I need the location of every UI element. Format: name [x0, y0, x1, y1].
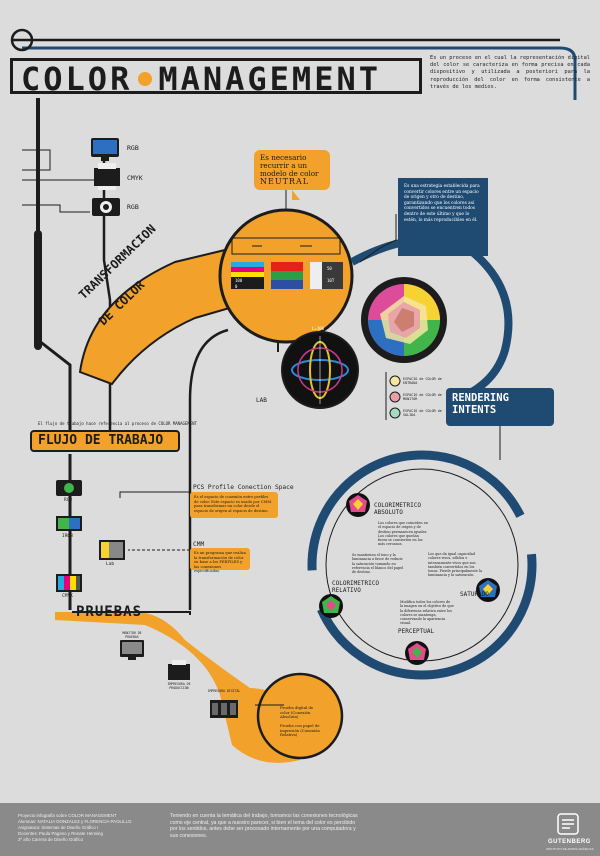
device-connectors	[22, 149, 95, 213]
step-label-cmyk: CMYK	[62, 594, 73, 599]
legend-label-monitor: ESPACIO de COLOR de MONITOR	[403, 393, 442, 401]
intent-label-relativo: COLORIMETRICO RELATIVO	[332, 580, 379, 594]
pruebas-circle	[256, 672, 344, 760]
neutral-callout-text: Es necesario recurrir a un modelo de col…	[260, 153, 319, 178]
swatch-left	[231, 262, 264, 289]
blue-note: Es una estrategia establecida para conve…	[398, 178, 488, 256]
pcs-text: Es el espacio de conexión entre perfiles…	[190, 492, 278, 518]
legend-dot-monitor	[389, 391, 401, 403]
swatch-mid	[271, 262, 303, 289]
footer-description: Teniendo en cuenta la temática del traba…	[170, 813, 358, 839]
intent-sphere-perceptual	[405, 641, 429, 665]
intent-sphere-relativo	[319, 594, 343, 618]
footer-line-4: Docentes: Paula Pagano y Renate Henning	[18, 831, 103, 836]
center-trunk	[188, 328, 229, 610]
lab-ellipse-magenta	[297, 347, 343, 393]
prueba-note-1: Prueba digital de color (Conexión Absolu…	[280, 705, 314, 720]
flujo-title: FLUJO DE TRABAJO	[30, 430, 180, 452]
intent-sphere-saturado	[476, 578, 500, 602]
swatch-right-value-2: 10T	[327, 278, 335, 283]
prueba-label-monitor: MONITOR DE PRUEBAS	[122, 631, 142, 639]
step-lab-icon	[99, 540, 125, 560]
lab-axis-bottom: L=0	[314, 404, 322, 409]
rendering-intents-title: RENDERING INTENTS	[446, 388, 554, 426]
intent-desc-saturado: Los que da igual capacidad colores vivos…	[428, 552, 483, 578]
pruebas-title: PRUEBAS	[76, 604, 143, 620]
step-irgb-icon	[56, 516, 82, 531]
prueba-label-produccion: IMPRESORA DE PRODUCCIÓN	[167, 682, 191, 690]
device-label-monitor: RGB	[127, 144, 139, 152]
prueba-note-2: Prueba con papel de impresión (Conexión …	[280, 723, 320, 738]
swatch-left-value-1: 100	[235, 278, 243, 283]
lab-axis-top: L=100	[312, 326, 325, 331]
legend-label-entrada: ESPACIO de COLOR de ENTRADA	[403, 377, 442, 385]
footer-line-5: 2º año Carrera de Diseño Gráfico	[18, 837, 84, 842]
impresora-produccion-icon	[168, 660, 190, 680]
gutenberg-logo-icon	[557, 813, 579, 835]
step-cmyk-icon	[56, 574, 82, 592]
camera-icon	[92, 198, 120, 216]
step-label-irgb: IRGB	[62, 534, 73, 539]
intents-ring	[307, 450, 537, 680]
legend-dot-entrada	[389, 375, 401, 387]
printer-icon	[94, 163, 120, 190]
swatch-right	[310, 262, 343, 289]
top-frame-line	[22, 46, 577, 100]
pruebas-line	[72, 611, 191, 615]
spine-link	[37, 338, 72, 430]
step-label-rgb: RGB	[64, 498, 73, 503]
prueba-label-digital: IMPRESORA DIGITAL	[207, 689, 241, 693]
neutral-pointer	[292, 190, 300, 200]
title-part2: MANAGEMENT	[158, 60, 381, 94]
spine-capsule	[34, 230, 42, 350]
footer	[0, 803, 600, 856]
cmm-title: CMM	[193, 541, 205, 548]
gamut-salida	[394, 308, 414, 332]
legend-dot-salida	[389, 407, 401, 419]
footer-credits: Proyecto infografía sobre COLOR MANAGEME…	[18, 813, 168, 843]
cmm-text: Es un programa que realiza la transforma…	[190, 548, 250, 573]
transform-arrows-box	[231, 237, 341, 255]
pcs-title: PCS Profile Conection Space	[193, 484, 294, 491]
page-title: COLOR MANAGEMENT	[10, 58, 422, 94]
title-dot	[138, 72, 153, 86]
device-label-printer: CMYK	[127, 174, 143, 182]
intent-label-absoluto: COLORIMETRICO ABSOLUTO	[374, 502, 421, 516]
intent-label-saturado: SATURADO	[460, 591, 489, 598]
neutral-callout: Es necesario recurrir a un modelo de col…	[254, 150, 330, 190]
intent-desc-perceptual: Modifica todos los colores de la imagen …	[400, 600, 454, 626]
swatch-left-value-2: 0	[235, 284, 238, 289]
neutral-callout-emphasis: NEUTRAL	[260, 177, 310, 186]
intent-sphere-absoluto	[346, 493, 370, 517]
intent-desc-relativo: Se mantienen el tono y la luminancia a f…	[352, 553, 404, 575]
intent-desc-absoluto: Los colores que coinciden en el espacio …	[378, 521, 428, 547]
rendering-title-line1: RENDERING	[452, 392, 509, 404]
monitor-icon	[91, 138, 119, 161]
footer-line-3: Asignatura: Sistemas de Diseño Gráfico I	[18, 825, 99, 830]
title-part1: COLOR	[21, 60, 133, 94]
blue-note-connector	[359, 214, 397, 263]
impresora-digital-icon	[210, 700, 238, 718]
step-label-lab: Lab	[106, 562, 115, 567]
device-label-camera: RGB	[127, 203, 139, 211]
swatch-right-value-1: 50	[327, 266, 332, 271]
intent-label-perceptual: PERCEPTUAL	[398, 628, 435, 635]
step-rgb-icon	[56, 480, 82, 496]
flujo-note: El flujo de trabajo hace referencia al p…	[38, 421, 197, 426]
footer-line-1: Proyecto infografía sobre COLOR MANAGEME…	[18, 813, 117, 818]
lab-label: LAB	[256, 397, 267, 404]
brand-name: GUTENBERG	[548, 839, 591, 845]
pcs-connector	[119, 491, 190, 498]
pruebas-band	[55, 612, 300, 763]
monitor-pruebas-icon	[120, 640, 144, 660]
legend-label-salida: ESPACIO de COLOR de SALIDA	[403, 409, 442, 417]
brand-sub: INSTITUTO DE ARTES GRÁFICAS	[546, 847, 594, 851]
footer-line-2: Alumnas: NATALIA GONZALEZ y FLORENCIA PA…	[18, 819, 132, 824]
intro-text: Es un proceso en el cual la representaci…	[430, 55, 590, 90]
rendering-title-line2: INTENTS	[452, 404, 497, 416]
